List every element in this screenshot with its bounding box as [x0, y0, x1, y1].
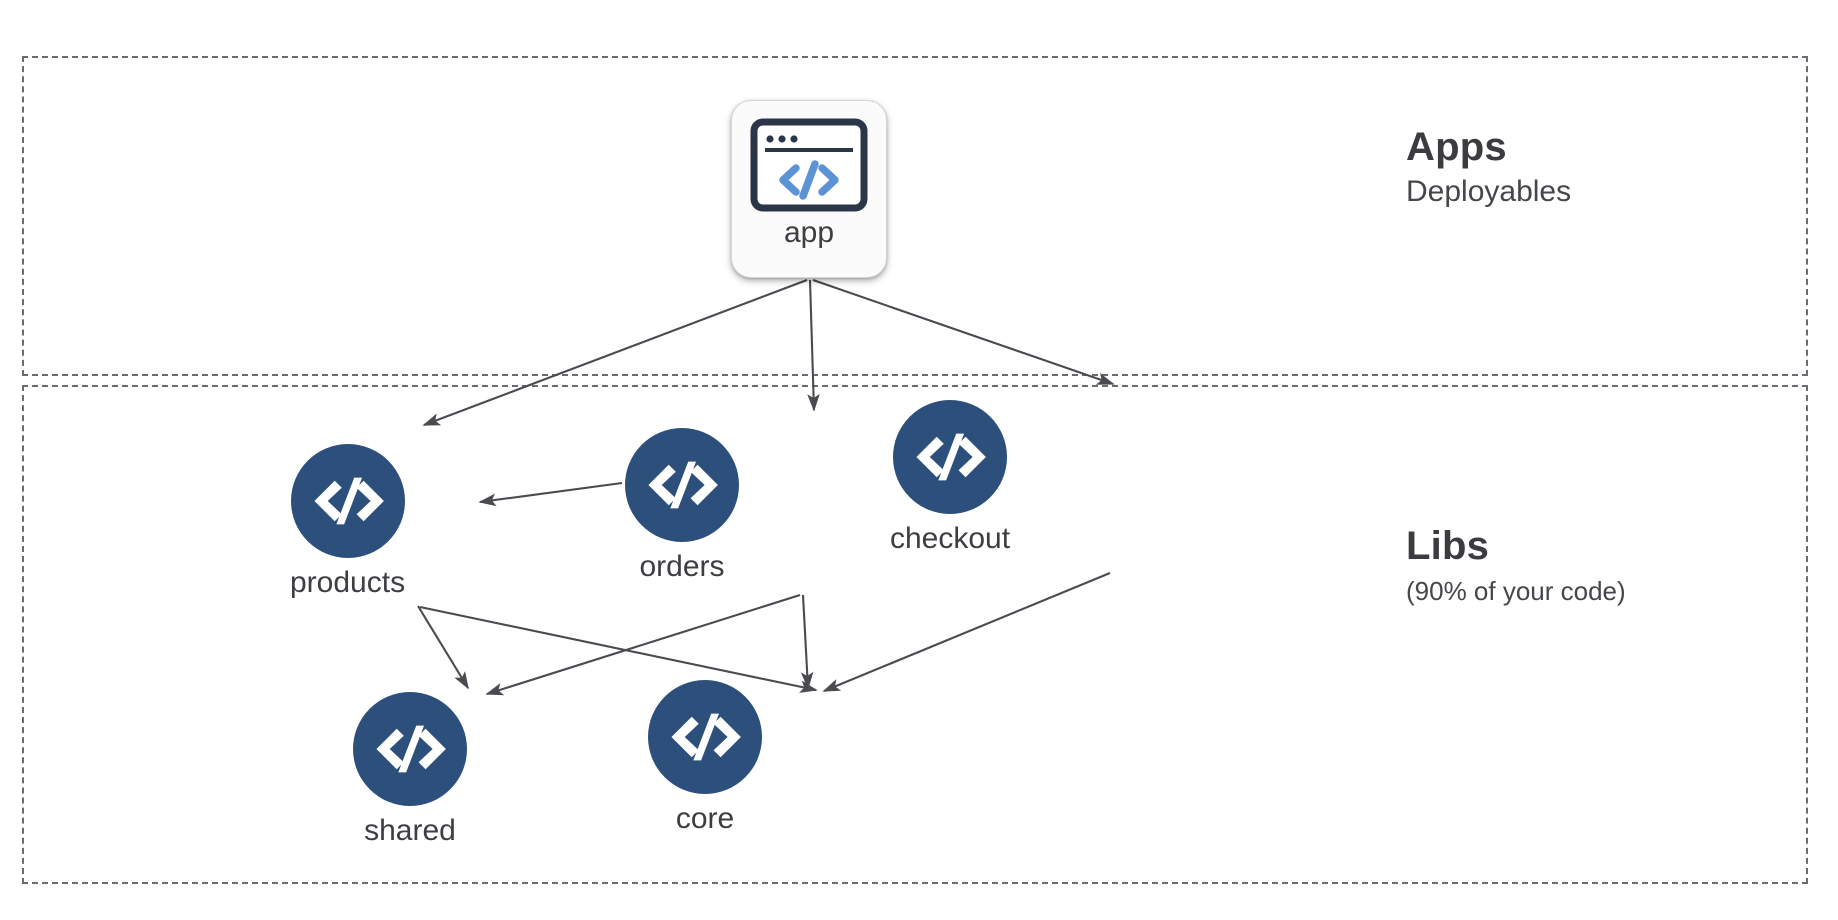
node-core[interactable]: core — [648, 680, 762, 834]
code-brackets-icon — [625, 428, 739, 542]
code-brackets-icon — [290, 444, 405, 558]
node-checkout-label: checkout — [890, 522, 1011, 555]
node-shared-label: shared — [364, 814, 456, 847]
zone-apps-caption: Apps Deployables — [1406, 126, 1571, 210]
code-brackets-icon — [353, 692, 467, 806]
zone-libs-caption: Libs (90% of your code) — [1406, 525, 1626, 607]
browser-code-icon — [750, 118, 868, 212]
node-app[interactable]: app — [731, 100, 887, 278]
zone-apps-subtitle: Deployables — [1406, 175, 1572, 208]
node-checkout[interactable]: checkout — [890, 400, 1010, 554]
node-core-label: core — [675, 802, 735, 835]
node-orders-label: orders — [639, 550, 725, 583]
zone-libs-subtitle: (90% of your code) — [1406, 576, 1626, 606]
node-products-label: products — [290, 566, 406, 599]
node-shared[interactable]: shared — [353, 692, 467, 846]
zone-libs-boundary — [22, 385, 1808, 884]
node-app-label: app — [783, 216, 835, 249]
node-products[interactable]: products — [290, 444, 405, 598]
zone-apps-title: Apps — [1406, 125, 1507, 169]
code-brackets-icon — [893, 400, 1008, 514]
node-orders[interactable]: orders — [625, 428, 739, 582]
code-brackets-icon — [648, 680, 762, 794]
zone-apps-boundary — [22, 56, 1808, 376]
zone-libs-title: Libs — [1406, 524, 1490, 568]
